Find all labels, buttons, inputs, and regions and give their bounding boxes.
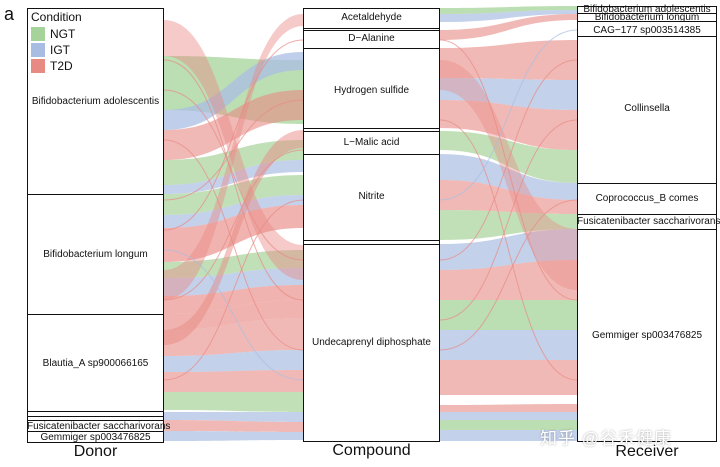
receiver-node-0 [577, 6, 717, 14]
receiver-node-5 [577, 214, 717, 230]
flow-compound-receiver-12 [440, 300, 577, 330]
compound-node-2 [303, 30, 440, 49]
compound-node-6 [303, 154, 440, 241]
flow-compound-receiver-2 [440, 14, 577, 40]
flow-donor-compound-17 [164, 14, 303, 300]
flow-donor-compound-1 [164, 52, 303, 130]
legend-label-ngt: NGT [50, 27, 76, 41]
flow-strand-13 [439, 199, 578, 351]
flow-donor-compound-19 [164, 412, 303, 422]
flow-donor-compound-8 [164, 250, 303, 278]
donor-node-6 [27, 431, 164, 443]
legend-item-igt: IGT [31, 42, 82, 58]
flow-strand-3 [163, 99, 304, 201]
legend-label-t2d: T2D [50, 59, 73, 73]
flow-compound-receiver-17 [440, 420, 577, 430]
flow-compound-receiver-19 [440, 60, 577, 290]
flow-compound-receiver-1 [440, 10, 577, 22]
legend-label-igt: IGT [50, 43, 70, 57]
flow-compound-receiver-3 [440, 40, 577, 80]
panel-letter: a [4, 4, 15, 24]
flow-strand-9 [439, 119, 578, 381]
flow-compound-receiver-14 [440, 360, 577, 395]
flow-strand-11 [439, 119, 578, 321]
flow-compound-receiver-6 [440, 131, 577, 183]
flow-strand-8 [439, 39, 578, 301]
compound-node-3 [303, 48, 440, 129]
flow-strand-0 [163, 59, 304, 301]
receiver-node-2 [577, 21, 717, 37]
flow-compound-receiver-11 [440, 260, 577, 300]
compound-node-8 [303, 244, 440, 442]
legend-swatch-igt [31, 43, 45, 57]
flow-strand-10 [439, 59, 578, 261]
flow-strand-7 [163, 249, 304, 381]
compound-node-5 [303, 131, 440, 155]
flow-donor-compound-6 [164, 195, 303, 228]
axis-title-receiver: Receiver [615, 443, 679, 460]
flow-strand-4 [163, 39, 304, 231]
receiver-node-4 [577, 183, 717, 215]
flow-compound-receiver-5 [440, 100, 577, 150]
legend-item-ngt: NGT [31, 26, 82, 42]
donor-node-3 [27, 411, 164, 417]
flow-compound-receiver-8 [440, 180, 577, 214]
legend-item-t2d: T2D [31, 58, 82, 74]
flow-donor-compound-2 [164, 90, 303, 160]
donor-node-1 [27, 194, 164, 315]
legend: Condition NGT IGT T2D [31, 10, 82, 74]
flow-compound-receiver-7 [440, 154, 577, 200]
flow-compound-receiver-16 [440, 412, 577, 420]
flow-strand-12 [439, 29, 578, 201]
flow-strand-1 [163, 89, 304, 261]
compound-node-0 [303, 8, 440, 29]
flow-donor-compound-10 [164, 285, 303, 314]
donor-node-2 [27, 314, 164, 412]
legend-swatch-ngt [31, 27, 45, 41]
flow-compound-receiver-15 [440, 404, 577, 412]
flow-strand-5 [163, 149, 304, 301]
receiver-node-3 [577, 36, 717, 184]
axis-title-compound: Compound [332, 442, 411, 459]
watermark: 知乎 @谷禾健康 [540, 429, 672, 448]
flow-donor-compound-21 [164, 431, 303, 441]
flow-donor-compound-15 [164, 392, 303, 412]
compound-node-7 [303, 240, 440, 245]
flow-strand-6 [163, 199, 304, 381]
receiver-node-6 [577, 229, 717, 442]
flow-compound-receiver-18 [440, 430, 577, 441]
flow-donor-compound-18 [164, 130, 303, 345]
flow-compound-receiver-0 [440, 6, 577, 14]
flow-strand-2 [163, 139, 304, 351]
flow-donor-compound-14 [164, 370, 303, 392]
legend-swatch-t2d [31, 59, 45, 73]
receiver-node-1 [577, 13, 717, 22]
donor-node-5 [27, 420, 164, 432]
axis-title-donor: Donor [73, 443, 118, 460]
flow-compound-receiver-4 [440, 78, 577, 110]
flow-donor-compound-5 [164, 175, 303, 215]
legend-title: Condition [31, 10, 82, 24]
flow-compound-receiver-9 [440, 210, 577, 240]
flow-donor-compound-20 [164, 420, 303, 432]
donor-node-4 [27, 416, 164, 421]
